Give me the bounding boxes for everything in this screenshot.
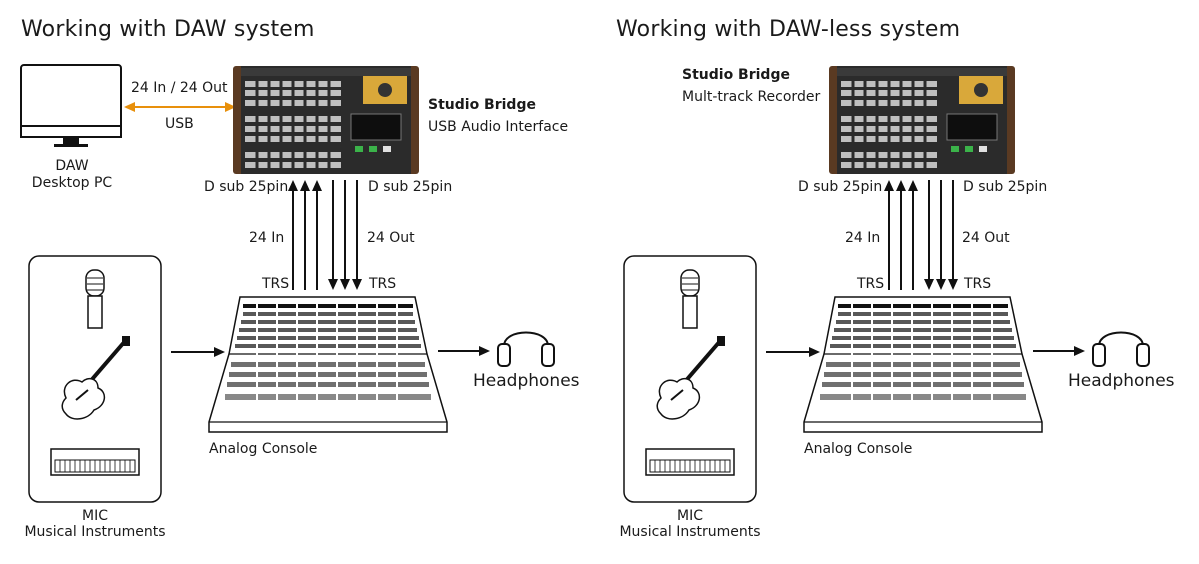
sources-line1: MIC bbox=[677, 508, 703, 524]
dsub-right-label: D sub 25pin bbox=[368, 179, 453, 195]
dsub-right-label: D sub 25pin bbox=[963, 179, 1048, 195]
in-out-arrows bbox=[884, 180, 958, 290]
out-label: 24 Out bbox=[962, 230, 1010, 246]
usb-label: USB bbox=[165, 116, 194, 132]
sources-box bbox=[623, 255, 757, 503]
console-to-headphones-arrow bbox=[438, 346, 490, 356]
trs-right-label: TRS bbox=[369, 276, 397, 292]
sources-box bbox=[28, 255, 162, 503]
analog-console-icon bbox=[803, 296, 1043, 433]
sources-to-console-arrow bbox=[171, 347, 225, 357]
device-role: Mult-track Recorder bbox=[682, 89, 821, 105]
trs-right-label: TRS bbox=[964, 276, 992, 292]
sources-line2: Musical Instruments bbox=[24, 524, 166, 540]
pc-label-line2: Desktop PC bbox=[31, 175, 113, 191]
console-label: Analog Console bbox=[804, 441, 913, 457]
out-label: 24 Out bbox=[367, 230, 415, 246]
electric-guitar-icon bbox=[656, 336, 725, 420]
studio-bridge-device-image bbox=[829, 66, 1015, 174]
device-role: USB Audio Interface bbox=[428, 119, 569, 135]
microphone-icon bbox=[680, 269, 700, 329]
io-label: 24 In / 24 Out bbox=[131, 80, 228, 96]
dsub-left-label: D sub 25pin bbox=[204, 179, 289, 195]
trs-left-label: TRS bbox=[262, 276, 290, 292]
right-title: Working with DAW-less system bbox=[616, 17, 961, 42]
trs-left-label: TRS bbox=[857, 276, 885, 292]
headphones-icon bbox=[1092, 331, 1150, 367]
microphone-icon bbox=[85, 269, 105, 329]
in-out-arrows bbox=[288, 180, 362, 290]
headphones-label: Headphones bbox=[1068, 371, 1175, 391]
device-name: Studio Bridge bbox=[428, 97, 536, 113]
analog-console-icon bbox=[208, 296, 448, 433]
in-label: 24 In bbox=[249, 230, 285, 246]
pc-label-line1: DAW bbox=[55, 158, 89, 174]
device-name: Studio Bridge bbox=[682, 67, 790, 83]
left-title: Working with DAW system bbox=[21, 17, 315, 42]
console-to-headphones-arrow bbox=[1033, 346, 1085, 356]
electric-guitar-icon bbox=[61, 336, 130, 420]
in-label: 24 In bbox=[845, 230, 881, 246]
headphones-icon bbox=[497, 331, 555, 367]
headphones-label: Headphones bbox=[473, 371, 580, 391]
desktop-pc-icon bbox=[20, 64, 122, 147]
keyboard-icon bbox=[50, 448, 140, 476]
usb-double-arrow bbox=[124, 102, 236, 112]
keyboard-icon bbox=[645, 448, 735, 476]
sources-line2: Musical Instruments bbox=[619, 524, 761, 540]
sources-to-console-arrow bbox=[766, 347, 820, 357]
sources-line1: MIC bbox=[82, 508, 108, 524]
studio-bridge-device-image bbox=[233, 66, 419, 174]
dsub-left-label: D sub 25pin bbox=[798, 179, 883, 195]
console-label: Analog Console bbox=[209, 441, 318, 457]
